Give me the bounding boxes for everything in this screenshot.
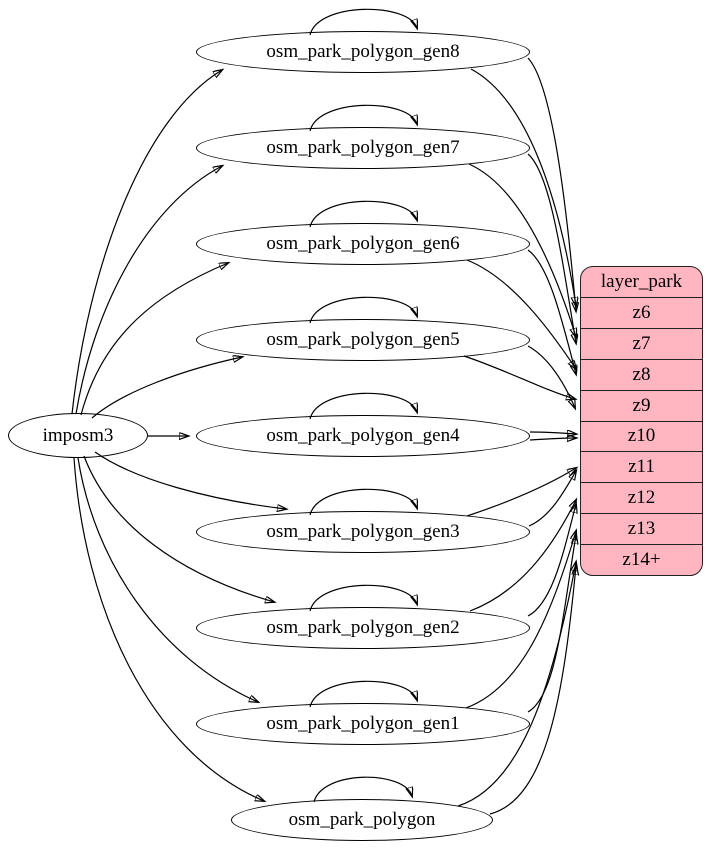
zoom-row-z9: z9 [581,389,702,421]
node-osm-park-polygon-gen5: osm_park_polygon_gen5 [196,319,530,361]
zoom-row-z11: z11 [581,451,702,482]
node-osm-park-polygon-gen1: osm_park_polygon_gen1 [196,703,530,745]
table-label: osm_park_polygon_gen5 [266,329,460,350]
edge-gen4-z10-a [529,432,576,434]
node-osm-park-polygon-gen3: osm_park_polygon_gen3 [196,511,530,553]
zoom-row-z13: z13 [581,513,702,544]
node-osm-park-polygon-gen6: osm_park_polygon_gen6 [196,223,530,265]
table-label: osm_park_polygon_gen3 [266,521,460,542]
node-osm-park-polygon-gen2: osm_park_polygon_gen2 [196,607,530,649]
layer-park-title: layer_park [600,270,683,292]
node-layer-park: layer_park z6 z7 z8 z9 z10 z11 z12 z13 z… [580,266,703,576]
node-osm-park-polygon-gen4: osm_park_polygon_gen4 [196,415,530,457]
edge-gen7-z7-b [527,153,576,343]
edge-gen4-z10-b [529,438,576,440]
zoom-row-z14plus: z14+ [581,544,702,575]
zoom-row-z8: z8 [581,358,702,390]
edge-osm-park-polygon-z14-b [489,566,576,815]
table-label: osm_park_polygon_gen2 [266,617,460,638]
edge-osm-park-polygon-z14-a [457,562,576,807]
table-label: osm_park_polygon_gen6 [266,233,460,254]
zoom-row-z6: z6 [581,296,702,328]
edge-gen2-z12-b [527,504,576,617]
zoom-row-z12: z12 [581,482,702,513]
edge-gen8-z6-b [527,57,576,311]
table-label: osm_park_polygon_gen4 [266,425,460,446]
table-label: osm_park_polygon_gen1 [266,713,460,734]
node-osm-park-polygon-gen8: osm_park_polygon_gen8 [196,31,530,73]
edge-imposm3-gen7 [75,166,222,415]
node-osm-park-polygon-gen7: osm_park_polygon_gen7 [196,127,530,169]
edge-gen8-z6-a [470,68,576,306]
edge-gen5-z9-b [527,345,575,408]
edge-imposm3-gen1 [77,457,258,702]
node-osm-park-polygon: osm_park_polygon [231,799,493,841]
edge-gen3-z11-a [466,468,576,517]
edge-gen6-z8-b [527,249,576,374]
node-imposm3-label: imposm3 [42,424,114,446]
zoom-row-z7: z7 [581,327,702,359]
edge-imposm3-gen5 [91,357,242,419]
edge-gen3-z11-b [528,471,576,527]
edge-imposm3-gen3 [94,451,286,509]
zoom-row-z10: z10 [581,420,702,452]
node-imposm3: imposm3 [8,413,148,458]
table-label: osm_park_polygon_gen8 [266,41,460,62]
edge-gen2-z12-a [469,500,576,612]
table-label: osm_park_polygon_gen7 [266,137,460,158]
edge-gen1-z13-b [527,535,576,713]
table-label: osm_park_polygon [288,809,436,830]
edge-gen5-z9-a [463,355,575,399]
